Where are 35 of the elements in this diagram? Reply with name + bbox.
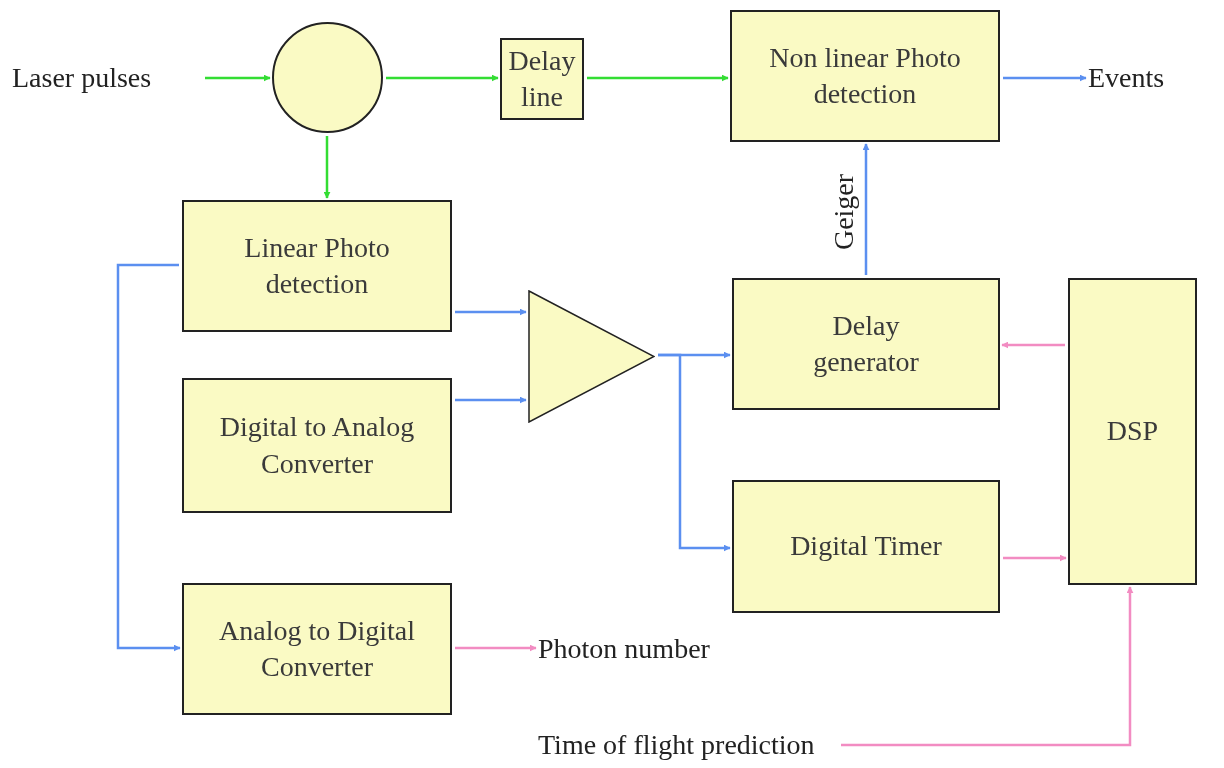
- process-box: [182, 583, 452, 715]
- process-box: [182, 200, 452, 332]
- box-label: Digital to Analog Converter: [218, 410, 416, 481]
- arrow: [455, 308, 527, 316]
- process-box: [730, 10, 1000, 142]
- box-label: DSP: [1106, 414, 1159, 449]
- arrow: [841, 586, 1134, 747]
- box-label: Delay line: [507, 43, 577, 114]
- arrow: [1003, 74, 1087, 82]
- arrow: [386, 74, 499, 82]
- arrow: [116, 263, 181, 652]
- box-label: Digital Timer: [790, 529, 942, 564]
- process-box: [500, 38, 584, 120]
- amplifier-triangle: [528, 290, 655, 423]
- process-box: [182, 378, 452, 513]
- box-label: Analog to Digital Converter: [218, 613, 416, 684]
- arrow: [587, 74, 729, 82]
- process-box: [1068, 278, 1197, 585]
- arrow: [1001, 341, 1065, 349]
- process-box: [732, 278, 1000, 410]
- arrow: [455, 644, 537, 652]
- signal-label: Time of flight prediction: [538, 729, 815, 761]
- arrow: [1003, 554, 1067, 562]
- signal-label: Events: [1088, 62, 1165, 94]
- arrow: [658, 353, 731, 552]
- signal-label: Laser pulses: [12, 62, 152, 94]
- box-label: Delay generator: [812, 308, 920, 379]
- box-label: Non linear Photo detection: [768, 40, 962, 111]
- arrow: [862, 143, 870, 275]
- arrow: [323, 136, 331, 199]
- signal-label: Photon number: [538, 633, 710, 665]
- box-label: Linear Photo detection: [243, 230, 391, 301]
- arrow: [455, 396, 527, 404]
- process-box: [732, 480, 1000, 613]
- arrow: [205, 74, 271, 82]
